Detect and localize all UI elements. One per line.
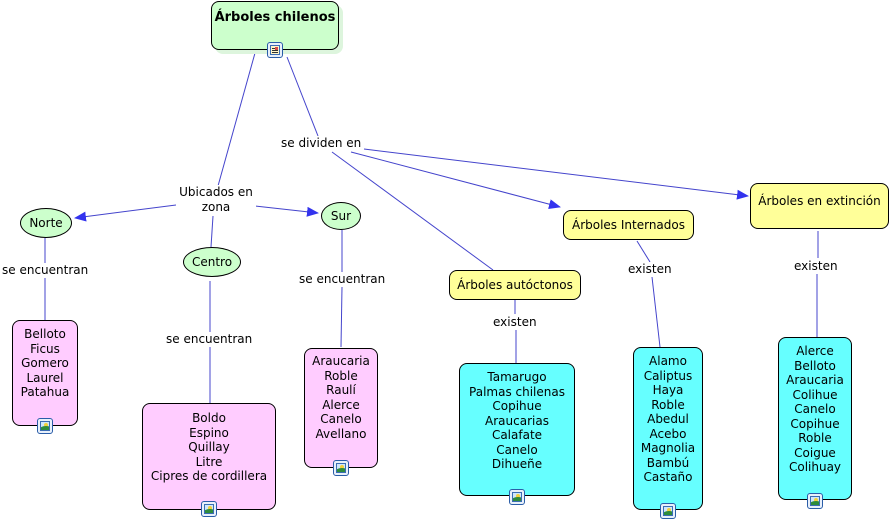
link-enc-sur-list <box>340 286 343 348</box>
list-node-extincion[interactable]: Alerce Belloto Araucaria Colihue Canelo … <box>778 337 852 500</box>
zone-node-centro[interactable]: Centro <box>183 247 241 277</box>
image-icon[interactable] <box>333 460 349 476</box>
link-label-ubicados: Ubicados en zona <box>176 185 256 215</box>
link-dividen-extincion <box>363 148 749 200</box>
link-exist-internados-list <box>651 276 661 348</box>
link-label-dividen: se dividen en <box>279 136 364 151</box>
image-icon[interactable] <box>807 493 823 509</box>
link-ubicados-norte <box>74 204 177 222</box>
list-node-autoctonos[interactable]: Tamarugo Palmas chilenas Copihue Araucar… <box>459 363 575 496</box>
zone-node-sur[interactable]: Sur <box>321 202 361 230</box>
link-label-norte-encuentran: se encuentran <box>0 263 91 278</box>
link-label-extincion-existen: existen <box>792 259 840 274</box>
category-node-extincion[interactable]: Árboles en extinción <box>750 183 889 229</box>
link-ubicados-sur <box>254 205 319 217</box>
link-label-centro-encuentran: se encuentran <box>164 332 255 347</box>
list-node-norte[interactable]: Belloto Ficus Gomero Laurel Patahua <box>12 320 78 426</box>
category-node-autoctonos[interactable]: Árboles autóctonos <box>449 270 581 300</box>
root-concept-node[interactable]: Árboles chilenos <box>211 1 339 50</box>
image-icon[interactable] <box>37 418 53 434</box>
category-node-internados[interactable]: Árboles Internados <box>563 210 694 240</box>
link-label-autoctonos-existen: existen <box>491 315 539 330</box>
document-icon[interactable] <box>267 42 283 58</box>
list-node-internados[interactable]: Alamo Caliptus Haya Roble Abedul Acebo M… <box>633 347 703 510</box>
image-icon[interactable] <box>509 489 525 505</box>
list-node-sur[interactable]: Araucaria Roble Raulí Alerce Canelo Avel… <box>304 348 378 468</box>
link-dividen-internados <box>350 151 561 210</box>
link-label-sur-encuentran: se encuentran <box>297 272 388 287</box>
root-concept-label: Árboles chilenos <box>214 10 336 25</box>
link-root-ubicados <box>217 52 256 187</box>
image-icon[interactable] <box>201 501 217 517</box>
link-root-dividen <box>286 56 319 137</box>
link-dividen-autoctonos <box>331 151 494 271</box>
link-label-internados-existen: existen <box>626 262 674 277</box>
list-node-centro[interactable]: Boldo Espino Quillay Litre Cipres de cor… <box>142 403 276 510</box>
zone-node-norte[interactable]: Norte <box>20 208 72 238</box>
link-ubicados-centro <box>210 215 214 248</box>
link-internados-exist <box>636 240 651 263</box>
image-icon[interactable] <box>660 503 676 519</box>
